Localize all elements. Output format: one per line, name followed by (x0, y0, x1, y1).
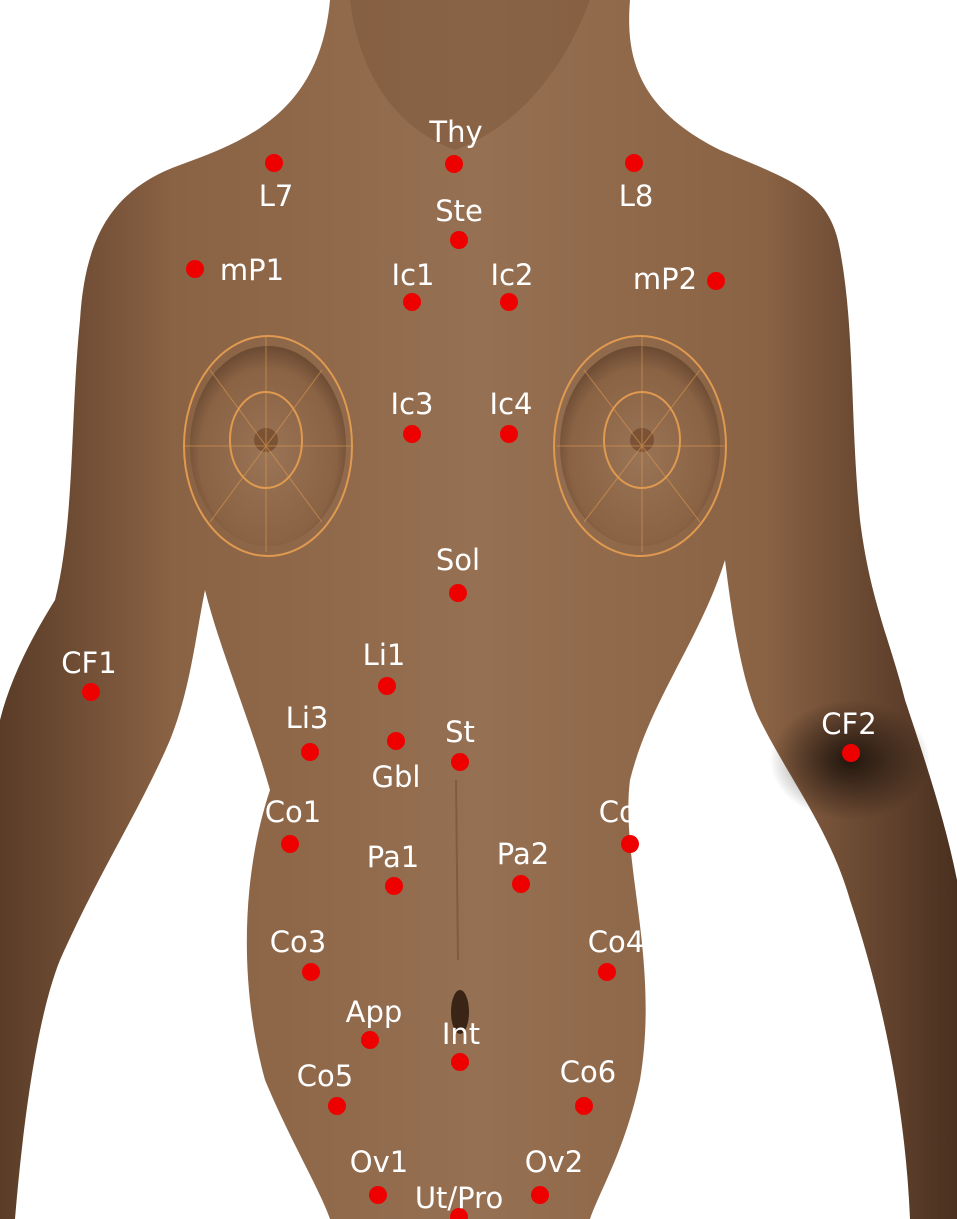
point-dot-co5 (328, 1097, 346, 1115)
point-label-sol: Sol (436, 543, 480, 577)
point-dot-l7 (265, 154, 283, 172)
point-label-pa1: Pa1 (367, 840, 419, 874)
point-label-ov1: Ov1 (350, 1145, 408, 1179)
point-dot-int (451, 1053, 469, 1071)
point-label-li1: Li1 (363, 638, 406, 672)
point-ut-pro: Ut/Pro (415, 1181, 503, 1219)
point-label-ic3: Ic3 (391, 387, 434, 421)
point-label-thy: Thy (428, 115, 482, 149)
point-dot-thy (445, 155, 463, 173)
point-label-ic2: Ic2 (491, 258, 534, 292)
point-dot-ov1 (369, 1186, 387, 1204)
point-dot-cf1 (82, 683, 100, 701)
point-dot-co2 (621, 835, 639, 853)
point-label-co3: Co3 (270, 925, 326, 959)
point-dot-ov2 (531, 1186, 549, 1204)
point-dot-mp2 (707, 272, 725, 290)
point-label-pa2: Pa2 (497, 837, 549, 871)
point-label-li3: Li3 (286, 701, 329, 735)
breast-chart-right (554, 336, 726, 556)
point-label-ov2: Ov2 (525, 1145, 583, 1179)
point-label-gbl: Gbl (372, 760, 421, 794)
point-dot-li1 (378, 677, 396, 695)
point-dot-ic1 (403, 293, 421, 311)
point-label-app: App (346, 995, 403, 1029)
point-label-cf2: CF2 (821, 707, 876, 741)
point-dot-pa1 (385, 877, 403, 895)
point-dot-gbl (387, 732, 405, 750)
point-label-mp2: mP2 (633, 262, 697, 296)
point-dot-co6 (575, 1097, 593, 1115)
point-dot-co3 (302, 963, 320, 981)
point-label-ic1: Ic1 (392, 258, 435, 292)
point-dot-ic4 (500, 425, 518, 443)
point-label-cf1: CF1 (61, 646, 116, 680)
point-label-co1: Co1 (265, 795, 321, 829)
point-label-ic4: Ic4 (490, 387, 533, 421)
point-dot-cf2 (842, 744, 860, 762)
point-label-co5: Co5 (297, 1059, 353, 1093)
point-dot-sol (449, 584, 467, 602)
point-label-l8: L8 (619, 179, 654, 213)
point-label-co6: Co6 (560, 1055, 616, 1089)
point-label-ste: Ste (435, 194, 483, 228)
point-dot-app (361, 1031, 379, 1049)
point-label-st: St (445, 715, 475, 749)
point-dot-st (451, 753, 469, 771)
breast-chart-left (184, 336, 352, 556)
point-dot-pa2 (512, 875, 530, 893)
point-dot-co4 (598, 963, 616, 981)
point-label-l7: L7 (259, 179, 294, 213)
point-label-mp1: mP1 (220, 253, 284, 287)
point-dot-l8 (625, 154, 643, 172)
point-dot-ste (450, 231, 468, 249)
point-label-int: Int (442, 1017, 480, 1051)
point-dot-ic2 (500, 293, 518, 311)
point-label-co2: Co2 (599, 795, 655, 829)
point-label-ut-pro: Ut/Pro (415, 1181, 503, 1215)
point-dot-mp1 (186, 260, 204, 278)
point-dot-ic3 (403, 425, 421, 443)
point-label-co4: Co4 (588, 925, 644, 959)
point-dot-co1 (281, 835, 299, 853)
point-dot-li3 (301, 743, 319, 761)
